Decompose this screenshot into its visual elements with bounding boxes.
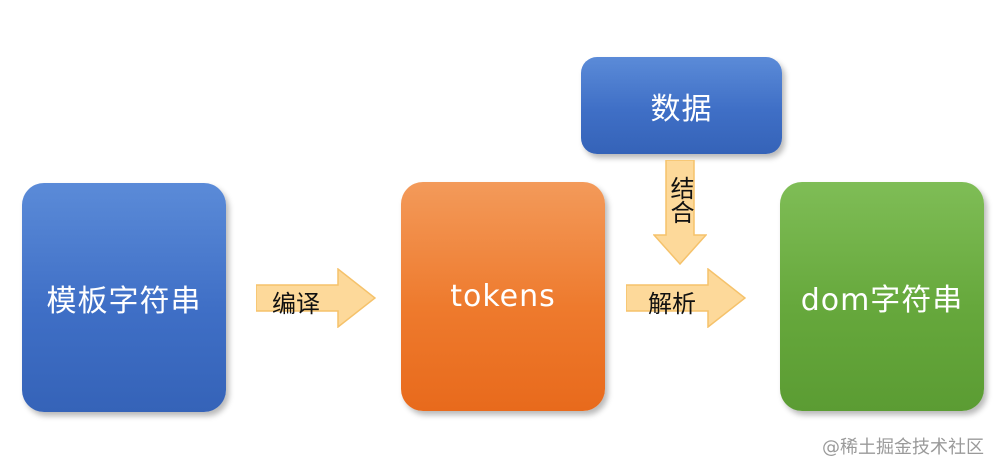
data-node: 数据 xyxy=(581,57,782,154)
watermark: @稀土掘金技术社区 xyxy=(822,437,984,458)
data-label: 数据 xyxy=(650,91,713,127)
template-string-label: 模板字符串 xyxy=(46,283,202,319)
compile-arrow: 编译 xyxy=(256,268,376,328)
down-arrow-icon xyxy=(653,160,707,265)
tokens-node: tokens xyxy=(401,182,605,411)
dom-string-node: dom字符串 xyxy=(780,182,984,411)
dom-string-label: dom字符串 xyxy=(800,282,964,318)
template-string-node: 模板字符串 xyxy=(22,183,226,412)
combine-arrow: 结合 xyxy=(653,160,707,265)
parse-arrow: 解析 xyxy=(626,268,746,328)
right-arrow-icon xyxy=(256,268,376,328)
right-arrow-icon xyxy=(626,268,746,328)
compile-label: 编译 xyxy=(272,290,320,318)
tokens-label: tokens xyxy=(450,279,556,314)
parse-label: 解析 xyxy=(648,290,696,318)
combine-label: 结合 xyxy=(666,176,694,224)
